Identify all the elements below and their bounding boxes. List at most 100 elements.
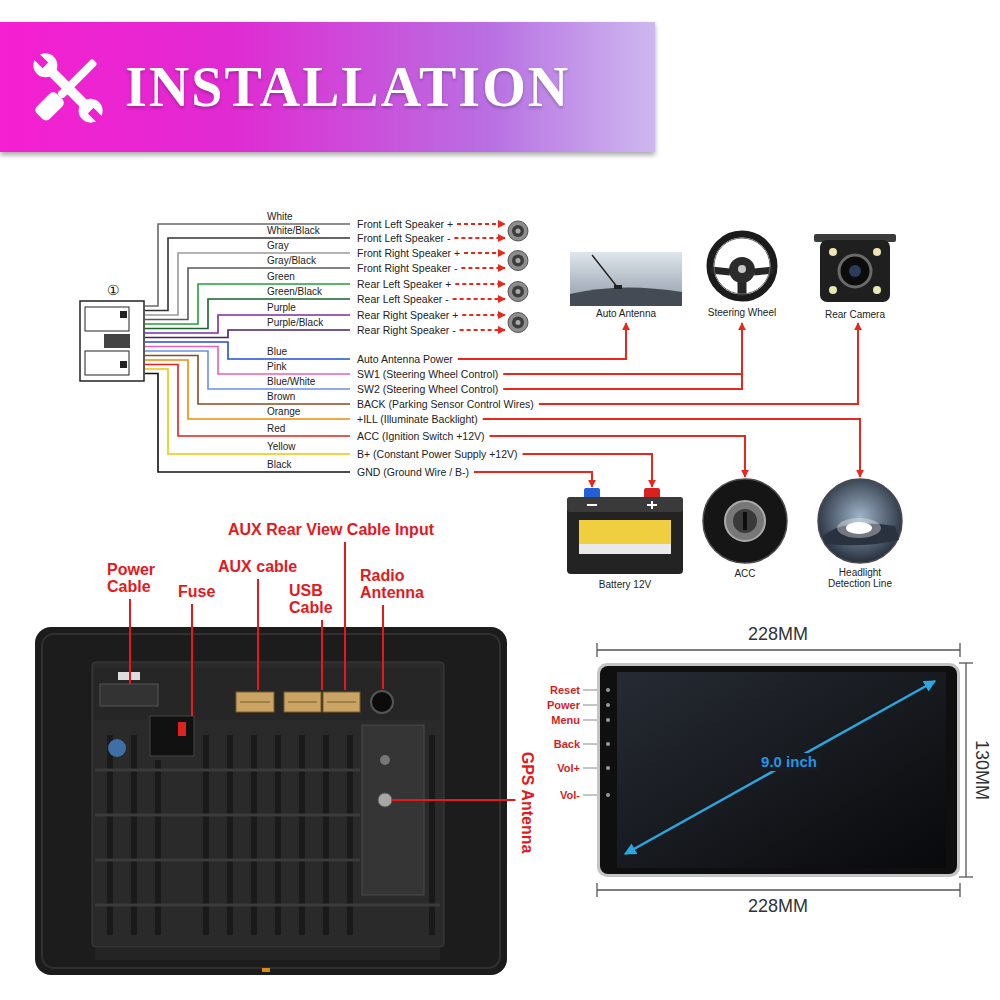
dimension-lines-part (597, 649, 960, 650)
rear-camera-picture-graphic-part (820, 240, 890, 302)
back-panel-part (380, 755, 390, 765)
node-caption: Battery 12V (599, 579, 651, 590)
speaker-icons-part (508, 313, 528, 333)
harness-wire (145, 268, 350, 320)
wire-color-label: Purple (267, 302, 296, 313)
wire-harness-connector: ① (78, 283, 148, 383)
dimension-lines-part (959, 643, 960, 657)
wire-function-label: Front Right Speaker - (357, 262, 457, 274)
wire-color-label: Black (267, 459, 291, 470)
button-label: Menu (551, 714, 580, 727)
device-lead (474, 472, 592, 487)
callout-label: USB Cable (289, 582, 343, 616)
battery-picture-graphic (565, 484, 685, 576)
battery-picture-graphic-part (587, 504, 597, 506)
screen-front-view: 9.0 inch (597, 663, 960, 877)
speaker-icons-part (512, 317, 524, 329)
back-panel-part (240, 702, 356, 703)
callout-leader (129, 599, 131, 684)
speaker-lead (454, 237, 505, 239)
speaker-lead (457, 223, 505, 225)
battery-picture-graphic-part (647, 501, 657, 509)
wire-harness-connector-graphic-part (80, 301, 144, 381)
rear-camera-picture-graphic (800, 232, 910, 306)
rear-camera-picture: Rear Camera (800, 232, 910, 320)
wire-color-label: Pink (267, 361, 286, 372)
ignition-switch-picture: ACC (702, 478, 788, 582)
auto-antenna-picture: Auto Antenna (570, 252, 682, 320)
wire-color-label: White/Black (267, 225, 320, 236)
harness-wire (145, 299, 350, 329)
back-panel-part (95, 904, 440, 907)
wire-function-label: BACK (Parking Sensor Control Wires) (357, 398, 534, 410)
tools-icon-part (88, 108, 104, 124)
wire-harness-connector-graphic-part (104, 334, 130, 348)
harness-wire (145, 369, 350, 454)
back-panel-part (155, 760, 161, 935)
tools-icon-part (74, 94, 108, 128)
speaker-lead (461, 267, 505, 269)
callout-label: GPS Antenna (519, 751, 536, 853)
back-panel-part (95, 814, 360, 817)
wire-function-label: Auto Antenna Power (357, 353, 453, 365)
speaker-icons-part (508, 251, 528, 271)
wire-function-label: SW2 (Steering Wheel Control) (357, 383, 498, 395)
harness-wire (145, 330, 350, 338)
wire-color-label: Yellow (267, 441, 296, 452)
back-panel-part (95, 948, 440, 960)
wire-color-label: Blue/White (267, 376, 315, 387)
wire-function-label: ACC (Ignition Switch +12V) (357, 430, 485, 442)
dimension-lines-part (959, 883, 960, 897)
wire-color-label: Orange (267, 406, 300, 417)
wire-function-label: GND (Ground Wire / B-) (357, 466, 469, 478)
headlight-picture: Headlight Detection Line (815, 478, 905, 594)
wire-color-label: Green (267, 271, 295, 282)
callout-leader (321, 620, 323, 690)
auto-antenna-picture-graphic-part (570, 252, 682, 306)
back-panel-part (323, 692, 360, 712)
steering-wheel-picture-graphic-part (710, 234, 774, 298)
auto-antenna-picture-graphic-part (614, 285, 622, 289)
speaker-lead (462, 314, 505, 316)
device-lead (503, 323, 742, 374)
steering-wheel-picture-graphic-part (738, 265, 746, 273)
screen-front-view-graphic-part (597, 663, 960, 877)
steering-wheel-picture-graphic (697, 228, 787, 304)
dimension-lines-part (596, 883, 597, 897)
wire-harness-connector-graphic-part (120, 361, 127, 368)
screen-front-view-graphic-part (606, 793, 610, 797)
back-panel-part (288, 702, 317, 703)
auto-antenna-picture-graphic-part (592, 255, 618, 288)
wire-color-label: Green/Black (267, 286, 322, 297)
back-panel-part (95, 668, 440, 720)
harness-wire (145, 356, 350, 405)
headlight-picture-graphic-part (846, 522, 872, 534)
rear-camera-picture-graphic-part (849, 265, 861, 277)
wire-harness-connector-graphic-part (85, 307, 129, 331)
node-caption: Steering Wheel (708, 307, 776, 318)
steering-wheel-picture-graphic-part (714, 238, 770, 294)
title-banner: INSTALLATION (0, 22, 655, 152)
dimension-lines-part (965, 663, 966, 877)
node-caption: Headlight Detection Line (819, 567, 901, 589)
wire-color-label: Purple/Black (267, 317, 323, 328)
device-lead (490, 436, 745, 477)
speaker-icons-part (512, 255, 524, 267)
wire-function-label: Rear Left Speaker + (357, 278, 451, 290)
ignition-switch-picture-graphic (702, 478, 788, 564)
wire-harness-connector-graphic-part (85, 351, 129, 375)
device-lead (458, 323, 626, 359)
speaker-icons-part (516, 320, 521, 325)
steering-wheel-picture-graphic-part (729, 257, 755, 283)
wire-function-label: Rear Right Speaker + (357, 309, 458, 321)
dimension-lines-part (959, 662, 973, 663)
tools-icon-part (33, 90, 66, 123)
dimension-lines-part (596, 643, 597, 657)
speaker-icons-part (512, 225, 524, 237)
harness-wire (145, 351, 350, 389)
speaker-lead (460, 329, 505, 331)
back-panel-part (240, 702, 270, 703)
wire-function-label: Rear Left Speaker - (357, 293, 449, 305)
speaker-icons-part (508, 313, 528, 333)
wire-function-label: B+ (Constant Power Supply +12V) (357, 448, 518, 460)
